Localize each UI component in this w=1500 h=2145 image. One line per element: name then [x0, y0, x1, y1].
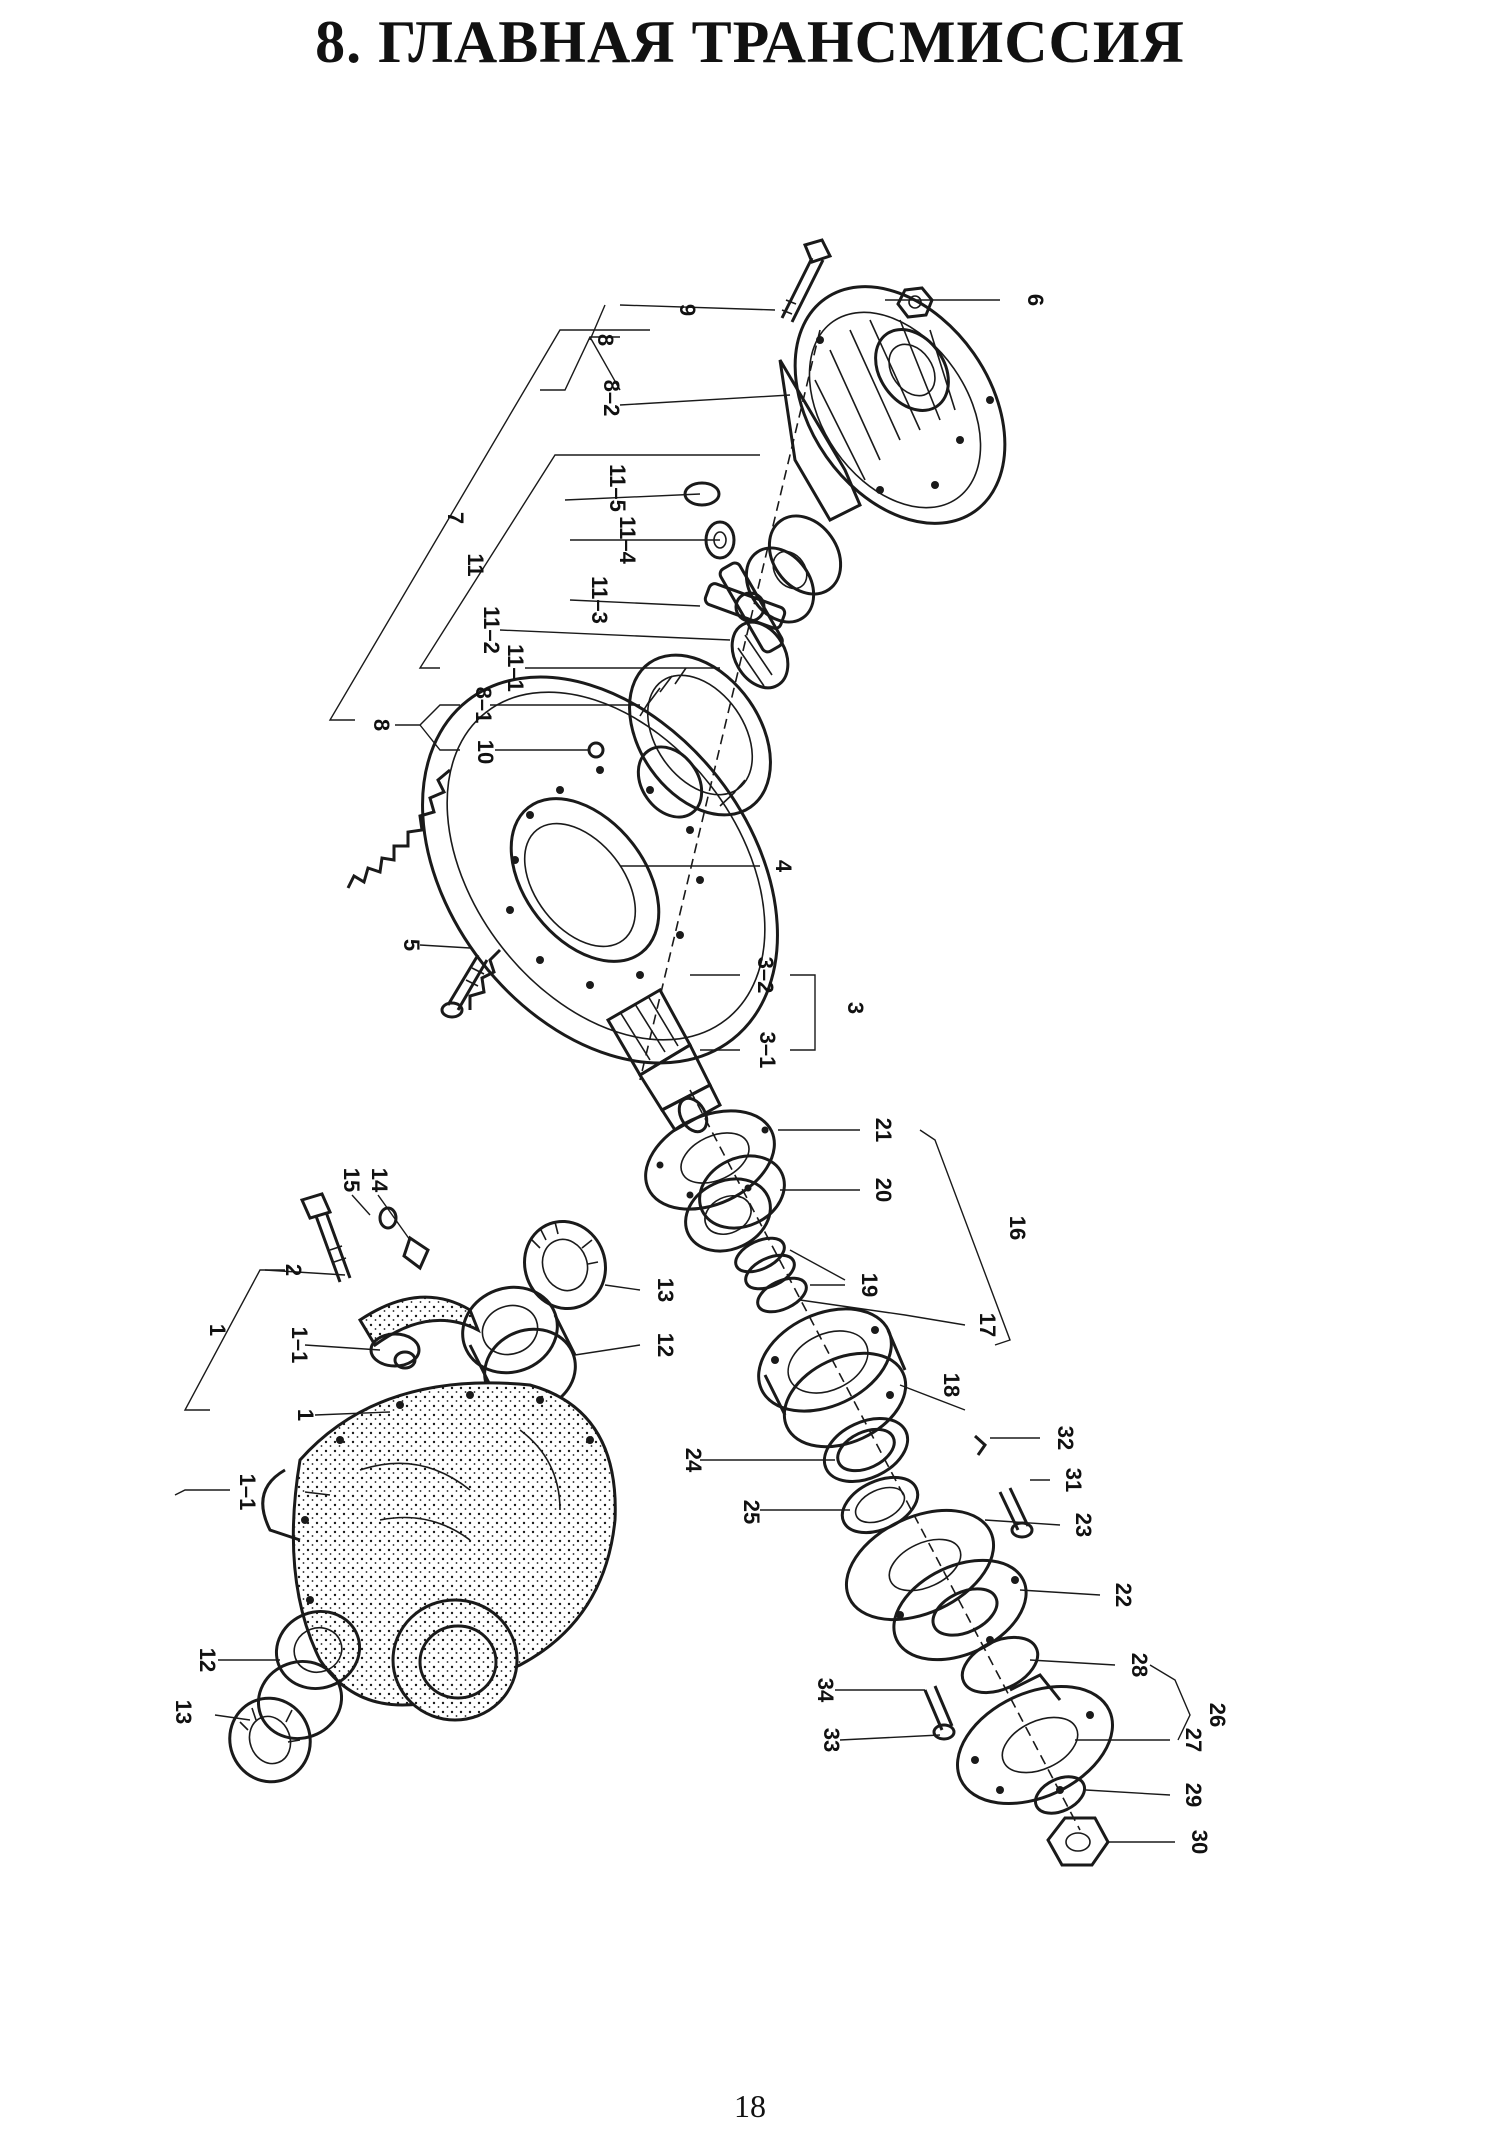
callout-label: 6: [1023, 294, 1048, 306]
callout-label: 3–2: [753, 957, 778, 994]
callout-label: 30: [1187, 1830, 1212, 1854]
page-title: 8. ГЛАВНАЯ ТРАНСМИССИЯ: [315, 9, 1185, 75]
seal-cover-part: [844, 1508, 1028, 1662]
cap-bolt-part: [299, 1192, 352, 1283]
callout-label: 8: [369, 719, 394, 731]
callout-label: 15: [339, 1168, 364, 1192]
callout-label: 11–3: [587, 576, 612, 624]
callout-label: 1: [205, 1324, 230, 1336]
ring-gear-part: [346, 675, 779, 1065]
callout-label: 3: [843, 1002, 868, 1014]
small-bolt-part: [587, 741, 605, 759]
callout-label: 27: [1181, 1728, 1206, 1752]
callout-label: 7: [443, 512, 468, 524]
callout-labels: 6 9 8 8–2 7 11 11–5 11–4 11–3 11–2 11–1 …: [171, 294, 1230, 1854]
side-gear-part: [744, 514, 843, 624]
adjusting-nut-upper-part: [523, 1219, 607, 1311]
callout-label: 10: [473, 740, 498, 764]
lock-plate-part: [378, 1206, 430, 1271]
bolt-part: [780, 238, 833, 323]
callout-label: 24: [681, 1448, 706, 1473]
callout-label: 21: [871, 1118, 896, 1142]
callout-label: 32: [1053, 1426, 1078, 1450]
callout-label: 13: [171, 1700, 196, 1724]
callout-label: 2: [281, 1264, 306, 1276]
differential-case-lower-part: [628, 653, 772, 819]
callout-label: 18: [939, 1373, 964, 1397]
flange-bolt-part: [923, 1685, 956, 1741]
drive-pinion-part: [605, 987, 722, 1134]
callout-label: 34: [813, 1678, 838, 1703]
callout-label: 5: [399, 939, 424, 951]
flange-nut-part: [1046, 1816, 1110, 1867]
spider-cross-part: [703, 561, 787, 654]
callout-label: 31: [1061, 1468, 1086, 1492]
callout-label: 8–1: [471, 687, 496, 724]
flange-washer-part: [1033, 1775, 1087, 1815]
callout-label: 12: [653, 1333, 678, 1357]
final-drive-housing-part: [261, 1381, 617, 1722]
callout-label: 14: [367, 1168, 392, 1193]
shim-ring-part: [734, 1236, 808, 1314]
nut-part: [896, 286, 934, 319]
callout-label: 26: [1205, 1703, 1230, 1727]
page-number: 18: [734, 2088, 766, 2124]
callout-label: 13: [653, 1278, 678, 1302]
callout-label: 1: [293, 1409, 318, 1421]
callout-label: 11–4: [615, 516, 640, 564]
ring-gear-bolt-part: [440, 954, 489, 1019]
o-ring-part: [960, 1635, 1040, 1695]
differential-case-half-part: [778, 285, 1007, 525]
callout-label: 11: [463, 553, 488, 576]
bearing-cover-part: [644, 1109, 776, 1211]
callout-label: 1–1: [235, 1474, 260, 1511]
callout-label: 33: [819, 1728, 844, 1752]
callout-label: 29: [1181, 1783, 1206, 1807]
oil-seal-part: [822, 1417, 920, 1535]
callout-label: 8: [593, 334, 618, 346]
cover-bolt-part: [973, 1434, 1034, 1539]
callout-label: 8–2: [599, 380, 624, 417]
callout-label: 25: [739, 1500, 764, 1524]
callout-label: 12: [195, 1648, 220, 1672]
taper-bearing-part: [684, 1154, 786, 1253]
bearing-housing-part: [757, 1307, 908, 1449]
callout-label: 11–1: [503, 644, 528, 692]
leader-lines: [174, 299, 1191, 1843]
callout-label: 3–1: [755, 1032, 780, 1069]
callout-label: 9: [675, 304, 700, 316]
callout-label: 4: [771, 860, 796, 873]
main-axis-line: [639, 329, 821, 1081]
callout-label: 20: [871, 1178, 896, 1202]
carrier-bearing-lower-part: [256, 1610, 362, 1740]
callout-label: 28: [1127, 1653, 1152, 1677]
callout-label: 23: [1071, 1513, 1096, 1537]
callout-label: 22: [1111, 1583, 1136, 1607]
adjusting-nut-lower-part: [228, 1696, 312, 1784]
callout-label: 17: [975, 1313, 1000, 1337]
callout-label: 16: [1005, 1216, 1030, 1240]
callout-label: 11–2: [479, 606, 504, 654]
spider-gear-part: [730, 620, 790, 690]
callout-label: 1–1: [287, 1327, 312, 1364]
callout-label: 11–5: [605, 464, 630, 512]
bearing-cap-part: [357, 1295, 481, 1370]
callout-label: 19: [857, 1273, 882, 1297]
drive-flange-part: [956, 1673, 1114, 1805]
